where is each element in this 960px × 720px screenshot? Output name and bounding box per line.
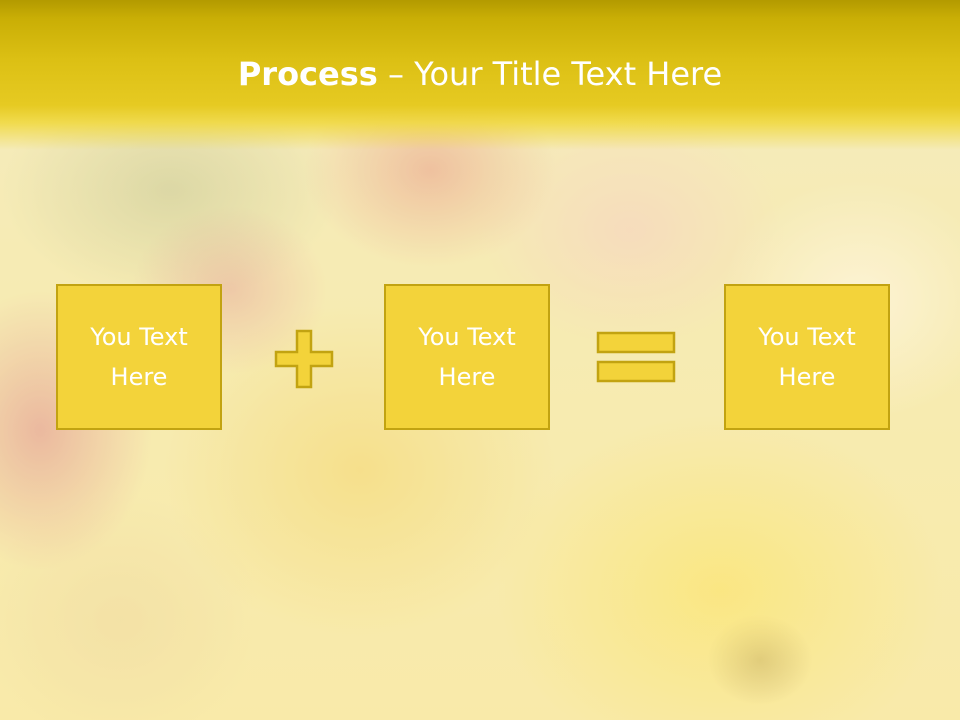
equals-icon [596, 331, 676, 383]
process-box-1[interactable]: You Text Here [56, 284, 222, 430]
process-box-2-text: You Text Here [418, 323, 516, 391]
process-box-1-text: You Text Here [90, 323, 188, 391]
process-box-2[interactable]: You Text Here [384, 284, 550, 430]
process-box-3[interactable]: You Text Here [724, 284, 890, 430]
title-rest-part: – Your Title Text Here [377, 55, 723, 93]
title-bar [0, 0, 960, 150]
slide-title[interactable]: Process – Your Title Text Here [0, 52, 960, 96]
plus-icon [274, 329, 334, 389]
process-box-3-text: You Text Here [758, 323, 856, 391]
title-bold-part: Process [237, 55, 378, 93]
